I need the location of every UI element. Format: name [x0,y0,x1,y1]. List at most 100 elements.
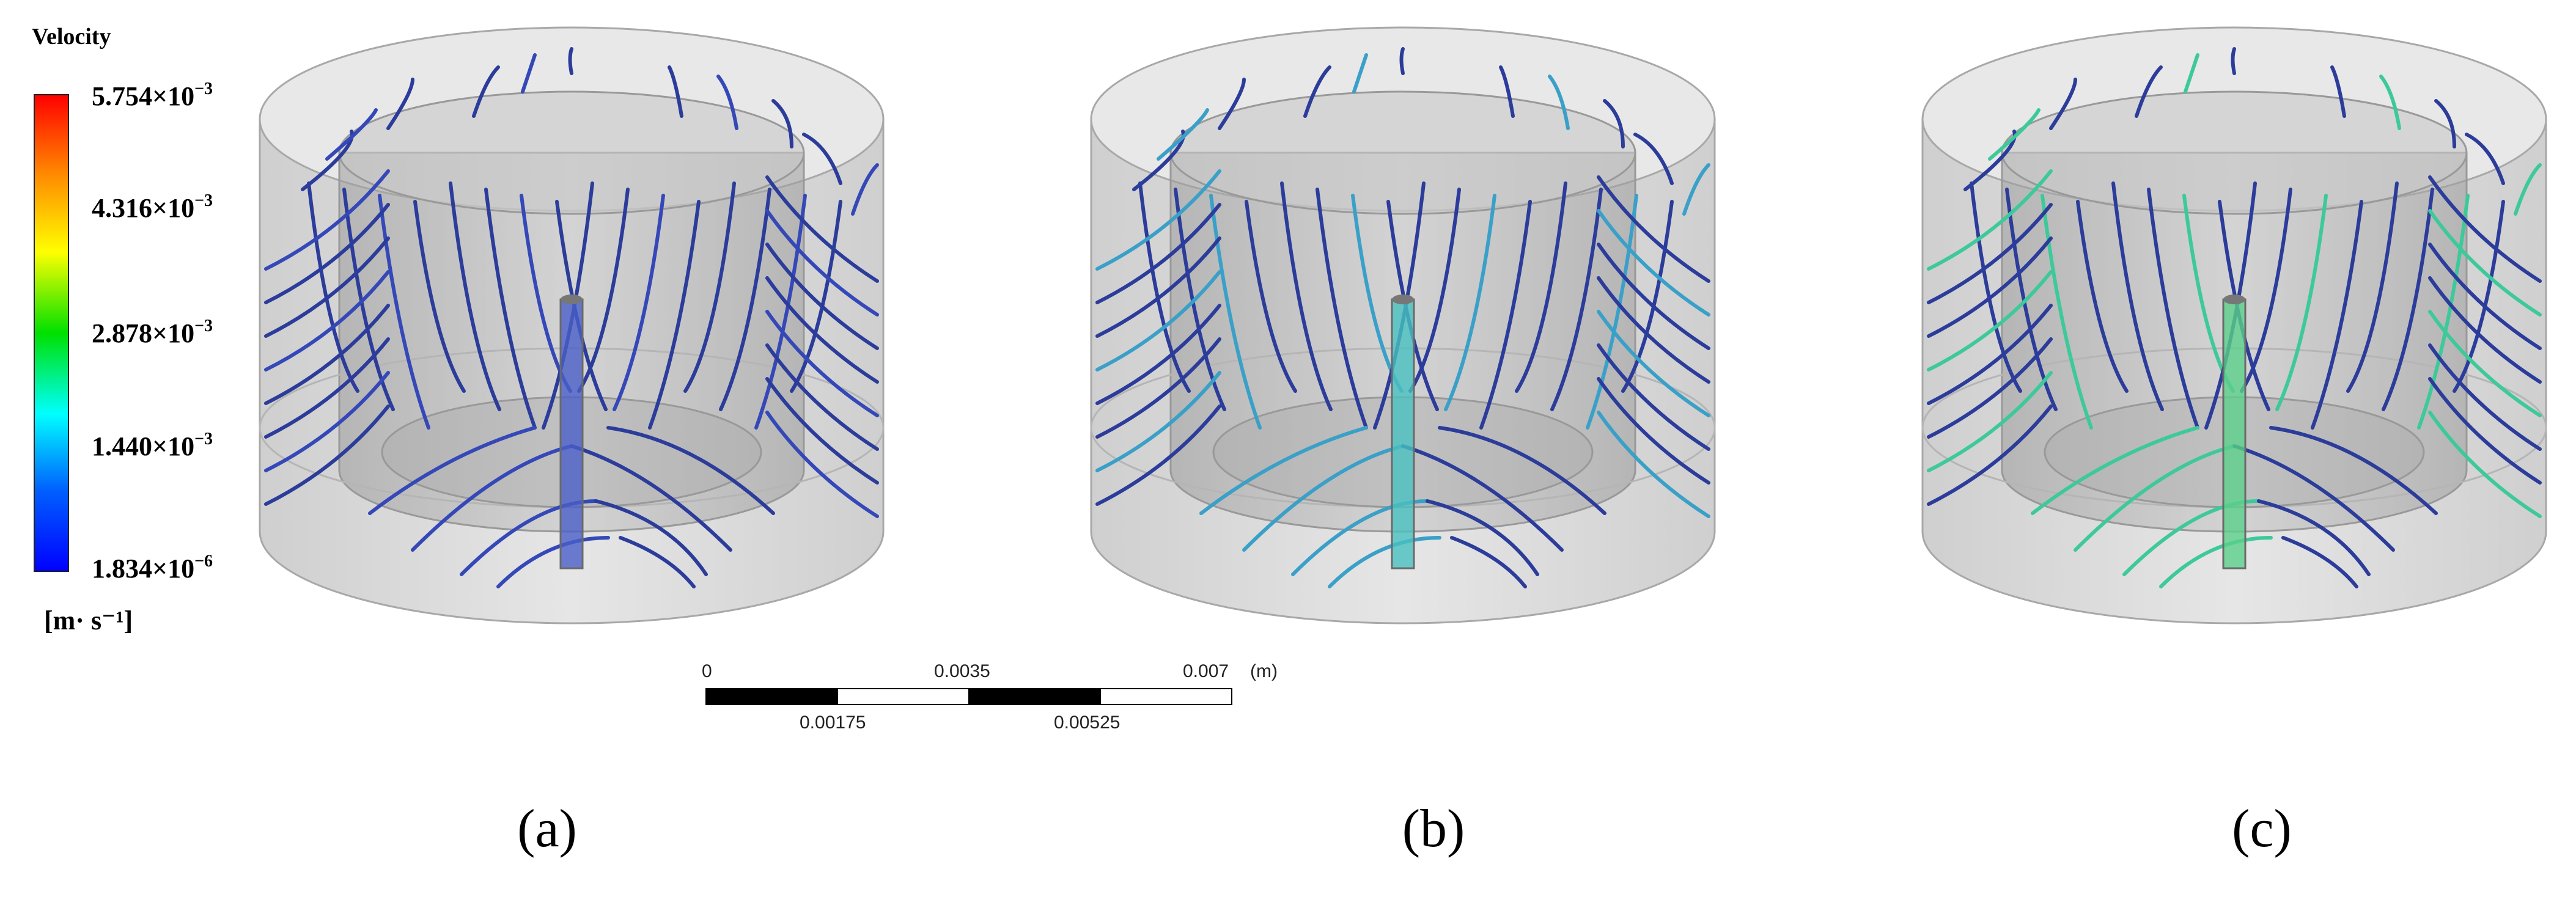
streamline-left-sweep [264,405,390,506]
legend-unit: [m· s⁻¹] [44,606,133,635]
legend-tick-label: 2.878×10−3 [92,317,213,348]
streamline-descending [648,200,701,430]
legend-tick-label: 1.440×10−3 [92,430,213,461]
streamline-descending [413,200,466,393]
streamline-left-sweep [264,203,390,304]
streamline-descending [2041,194,2093,430]
streamline-top-arc [2049,78,2077,130]
scale-bar-label: 0.00175 [800,712,866,733]
streamline-top-arc [1399,47,1405,75]
inner-chamber-top [1169,90,1636,215]
panel-label-c: (c) [2232,799,2292,859]
streamline-top-arc [1988,108,2041,161]
streamline-descending [2005,188,2058,411]
streamline-descending [1245,200,1297,393]
streamline-descending [1174,188,1226,411]
streamline-descending [1209,194,1262,430]
streamline-top-arc [1157,108,1209,161]
streamline-right-sweep [2428,411,2542,518]
streamline-descending [1316,188,1368,430]
streamline-descending [613,194,665,411]
central-tube [1391,298,1415,569]
streamline-right-sweep [2428,175,2542,283]
streamline-top-arc [2231,47,2236,75]
legend-tick-label: 5.754×10−3 [92,79,213,111]
streamline-top-arc [716,75,738,130]
streamline-top-arc [771,99,793,148]
streamline-top-arc [1548,75,1570,130]
scale-bar-label: 0.007 [1183,661,1229,681]
streamline-descending [683,181,736,393]
streamline-right-sweep [1597,175,1710,283]
streamline-top-arc [2135,65,2163,118]
streamline-left-sweep [264,169,390,271]
streamline-descending [1444,194,1496,411]
streamline-right-sweep [2428,243,2542,350]
streamline-left-sweep [1927,203,2053,304]
streamline-top-arc [668,65,683,118]
panel-b-cylinder [1090,26,1716,624]
streamline-descending [2382,188,2434,411]
streamline-descending [1621,200,1674,393]
streamline-top-arc [851,163,879,216]
panel-a-cylinder [259,26,885,624]
streamline-left-sweep [1095,270,1221,372]
streamline-descending [790,200,842,393]
streamline-left-sweep [264,337,390,439]
streamline-top-arc [1218,78,1246,130]
streamline-descending [1138,181,1191,393]
streamline-right-sweep [1597,243,1710,350]
streamline-left-sweep [264,270,390,372]
streamline-right-sweep [1597,411,1710,518]
panel-label-a: (a) [517,799,577,859]
streamline-right-sweep [765,276,879,384]
streamline-left-sweep [1095,236,1221,338]
legend-tick-label: 1.834×10−6 [92,552,213,584]
scale-bar-label: 0 [702,661,712,681]
streamline-left-sweep [1095,371,1221,472]
streamline-bottom-arc [1242,444,1405,552]
streamline-top-arc [2434,99,2456,148]
streamline-descending [342,188,395,411]
streamline-descending [1280,181,1333,411]
streamline-descending [2275,194,2328,411]
scale-bar-segment [837,688,970,705]
streamline-top-arc [1352,53,1368,93]
inner-chamber-top [338,90,805,215]
streamline-right-sweep [765,175,879,283]
streamline-descending [2417,194,2470,430]
streamline-top-arc [802,133,842,185]
streamline-descending [307,181,359,393]
streamline-descending [1550,188,1603,411]
scale-bar-segment [968,688,1101,705]
streamline-descending [754,194,807,430]
streamline-top-arc [325,108,378,161]
streamline-top-arc [2514,163,2542,216]
streamline-bottom-arc [2159,536,2273,588]
streamline-descending [1586,194,1638,430]
streamline-top-arc [1603,99,1625,148]
streamline-descending [2147,188,2199,430]
streamline-descending [2111,181,2164,411]
streamline-left-sweep [1927,270,2053,372]
streamline-bottom-arc [2281,536,2358,588]
streamline-top-arc [1303,65,1331,118]
central-tube-top [561,295,583,304]
streamline-right-sweep [765,411,879,518]
streamline-bottom-arc [411,444,573,552]
streamline-right-sweep [2428,343,2542,451]
streamline-right-sweep [1597,343,1710,451]
streamline-left-sweep [1927,405,2053,506]
streamline-top-arc [2330,65,2346,118]
streamline-bottom-arc [2074,444,2236,552]
streamline-left-sweep [1927,337,2053,439]
streamline-bottom-arc [2257,499,2371,576]
streamline-top-arc [2465,133,2505,185]
streamline-bottom-arc [1199,426,1368,515]
streamline-descending [1970,181,2022,393]
streamline-right-sweep [765,310,879,417]
streamline-descending [2311,200,2363,430]
streamline-descending [2453,200,2505,393]
streamline-top-arc [2184,53,2199,93]
